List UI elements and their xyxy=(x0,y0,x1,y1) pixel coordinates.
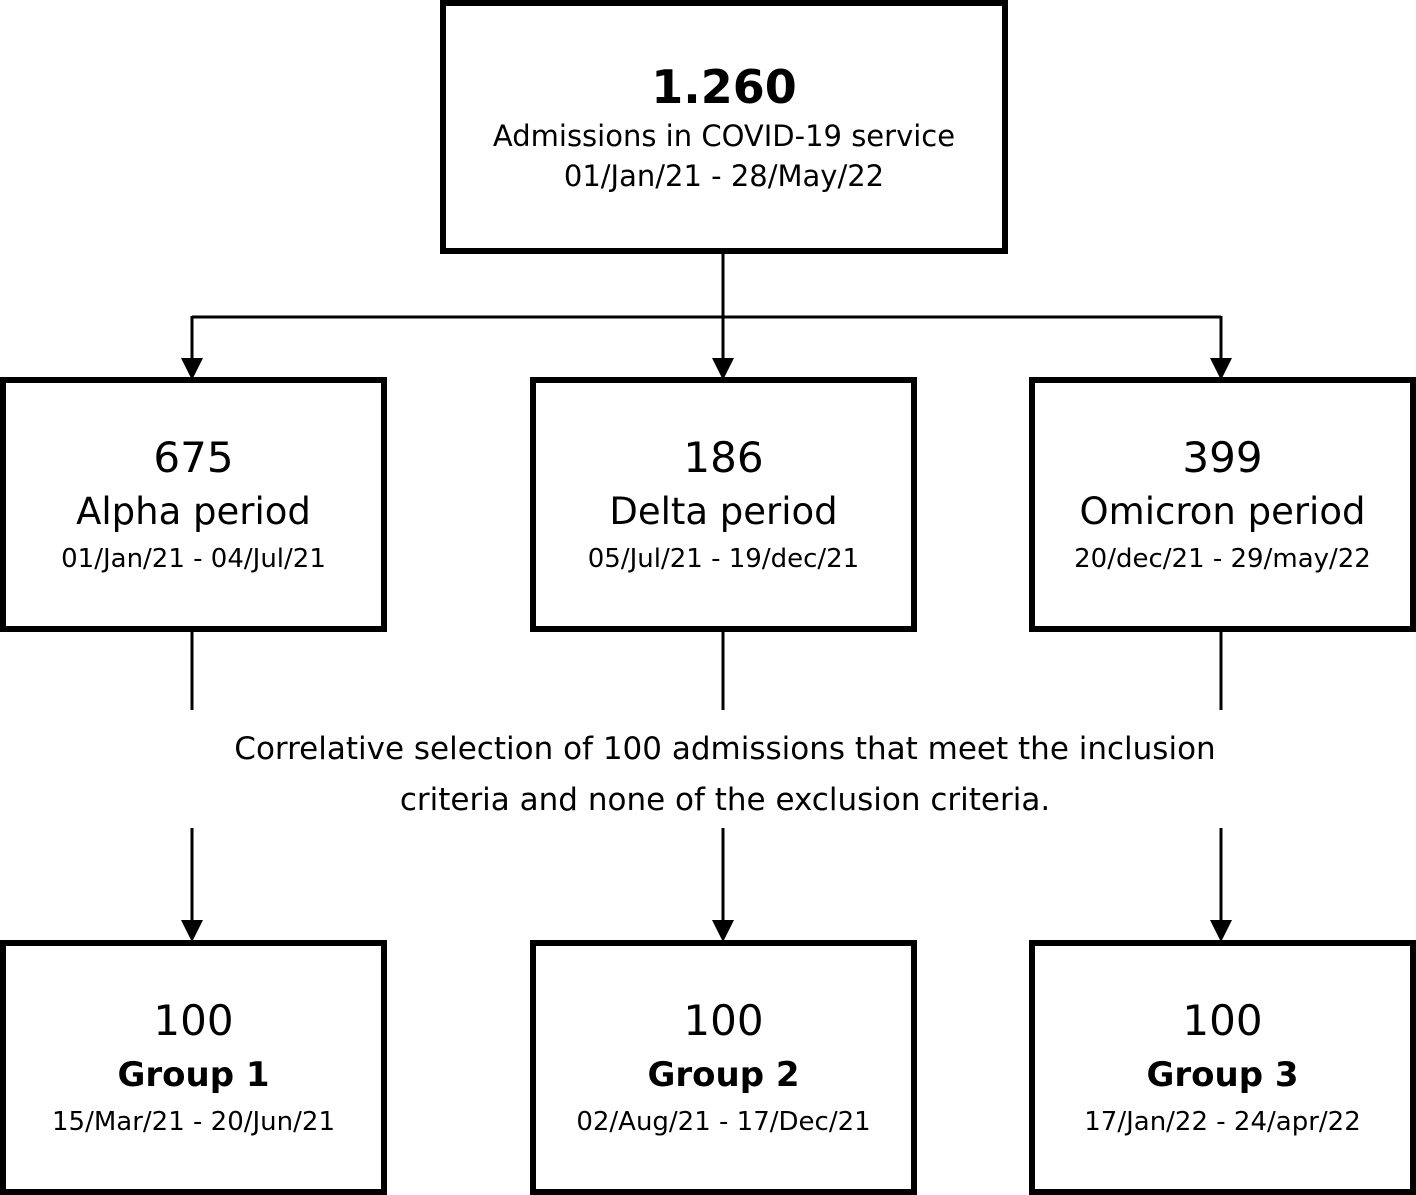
delta-period-count: 186 xyxy=(683,432,764,482)
group-2-label: Group 2 xyxy=(647,1054,800,1095)
group-3-box: 100 Group 3 17/Jan/22 - 24/apr/22 xyxy=(1029,940,1416,1195)
group-1-count: 100 xyxy=(153,995,234,1045)
group-3-count: 100 xyxy=(1182,995,1263,1045)
group-1-label: Group 1 xyxy=(117,1054,270,1095)
omicron-period-count: 399 xyxy=(1182,432,1263,482)
arrow-to-group3 xyxy=(1210,828,1232,942)
total-admissions-dates: 01/Jan/21 - 28/May/22 xyxy=(563,159,885,193)
delta-period-label: Delta period xyxy=(609,489,838,533)
omicron-period-box: 399 Omicron period 20/dec/21 - 29/may/22 xyxy=(1029,377,1416,632)
total-admissions-box: 1.260 Admissions in COVID-19 service 01/… xyxy=(440,0,1008,254)
delta-period-dates: 05/Jul/21 - 19/dec/21 xyxy=(587,543,860,574)
group-1-box: 100 Group 1 15/Mar/21 - 20/Jun/21 xyxy=(0,940,387,1195)
group-1-dates: 15/Mar/21 - 20/Jun/21 xyxy=(52,1106,335,1137)
group-3-dates: 17/Jan/22 - 24/apr/22 xyxy=(1084,1106,1361,1137)
arrow-to-alpha xyxy=(181,316,203,380)
group-3-label: Group 3 xyxy=(1146,1054,1299,1095)
selection-note-line-2: criteria and none of the exclusion crite… xyxy=(399,782,1051,818)
total-admissions-label: Admissions in COVID-19 service xyxy=(492,119,956,153)
group-2-dates: 02/Aug/21 - 17/Dec/21 xyxy=(576,1106,871,1137)
total-admissions-count: 1.260 xyxy=(651,60,797,114)
arrow-to-omicron xyxy=(1210,316,1232,380)
selection-criteria-note: Correlative selection of 100 admissions … xyxy=(150,724,1300,826)
alpha-period-label: Alpha period xyxy=(76,489,311,533)
arrow-to-group2 xyxy=(712,828,734,942)
alpha-period-box: 675 Alpha period 01/Jan/21 - 04/Jul/21 xyxy=(0,377,387,632)
alpha-period-count: 675 xyxy=(153,432,234,482)
group-2-box: 100 Group 2 02/Aug/21 - 17/Dec/21 xyxy=(530,940,917,1195)
group-2-count: 100 xyxy=(683,995,764,1045)
alpha-period-dates: 01/Jan/21 - 04/Jul/21 xyxy=(61,543,326,574)
delta-period-box: 186 Delta period 05/Jul/21 - 19/dec/21 xyxy=(530,377,917,632)
omicron-period-label: Omicron period xyxy=(1079,489,1366,533)
arrow-to-group1 xyxy=(181,828,203,942)
omicron-period-dates: 20/dec/21 - 29/may/22 xyxy=(1074,543,1371,574)
selection-note-line-1: Correlative selection of 100 admissions … xyxy=(234,731,1216,767)
arrow-to-delta xyxy=(712,316,734,380)
